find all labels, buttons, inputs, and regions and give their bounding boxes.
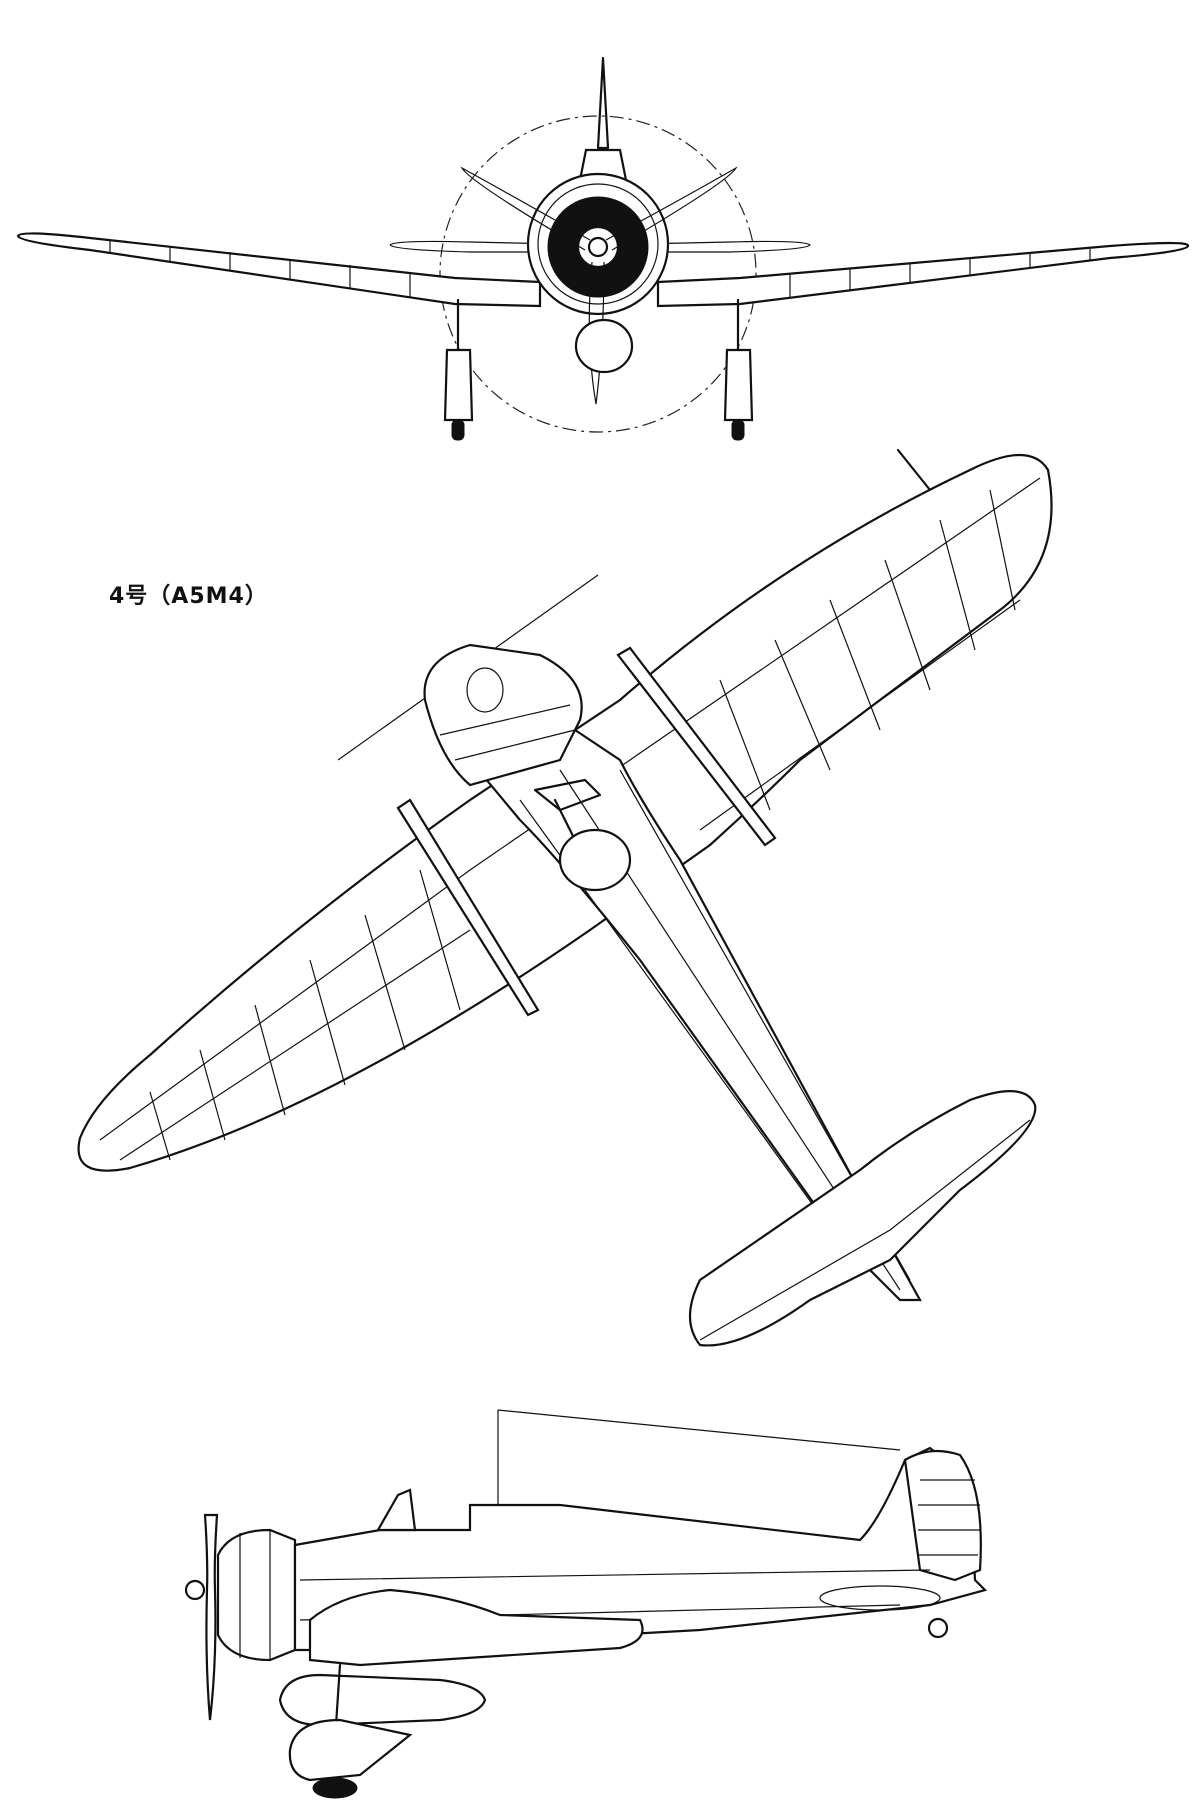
wing-ribs xyxy=(109,240,1091,298)
propeller-spinner-side xyxy=(184,1579,206,1601)
rudder-ribs xyxy=(918,1479,980,1556)
propeller-blade-up-left xyxy=(460,166,591,251)
wing-panel-grid xyxy=(149,489,1016,1161)
cowling-inner-ring xyxy=(537,183,659,305)
tailplane-front xyxy=(389,240,811,253)
drop-tank-side xyxy=(278,1673,487,1727)
wing-side xyxy=(308,1588,644,1667)
pitot-tube xyxy=(896,448,932,492)
wheel-pant-side xyxy=(288,1718,413,1782)
antenna-side xyxy=(497,1409,901,1505)
cowling-bands xyxy=(439,667,576,761)
rudder xyxy=(903,1449,982,1582)
right-wing xyxy=(656,241,1190,308)
left-main-gear xyxy=(443,298,474,441)
variant-caption: 4号（A5M4） xyxy=(109,584,268,609)
left-gear-fairing-plan xyxy=(396,798,540,1017)
front-view xyxy=(16,56,1190,441)
cockpit-plan xyxy=(558,828,632,892)
left-wing xyxy=(16,232,542,308)
horizontal-tail-side xyxy=(819,1585,941,1611)
engine-cowling-plan xyxy=(423,643,583,787)
drop-tank-front xyxy=(574,318,634,374)
tailplane-plan xyxy=(689,1090,1037,1347)
fuselage-side xyxy=(293,1446,988,1652)
wing-spar-line xyxy=(99,477,1041,1141)
plan-view xyxy=(77,448,1053,1347)
engine-cowling-side xyxy=(216,1528,297,1662)
propeller-arc xyxy=(439,115,757,433)
propeller-side xyxy=(203,1513,219,1721)
antenna-mast xyxy=(596,56,610,150)
cockpit-canopy-side xyxy=(376,1488,417,1532)
propeller-blade-down xyxy=(588,261,605,405)
side-view xyxy=(184,1409,988,1799)
propeller-blade-up-right xyxy=(605,166,738,251)
main-wheel-side xyxy=(312,1777,358,1799)
right-main-gear xyxy=(723,298,754,441)
aileron-hinge-line xyxy=(119,599,1021,1161)
cowling-side-bands xyxy=(239,1530,271,1660)
engine-mount xyxy=(533,778,602,842)
spinner-center xyxy=(587,236,609,258)
right-gear-fairing-plan xyxy=(616,646,777,847)
tail-wheel xyxy=(927,1617,949,1639)
tailplane-hinge xyxy=(699,1119,1031,1341)
